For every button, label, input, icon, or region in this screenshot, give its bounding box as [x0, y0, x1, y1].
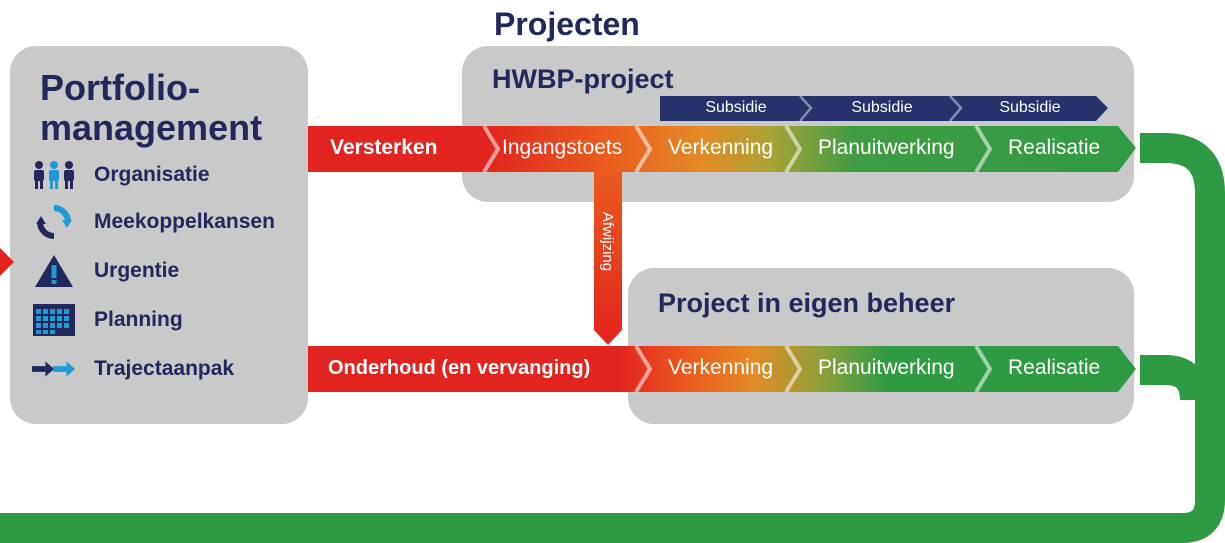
double-arrow-icon	[32, 352, 76, 386]
return-loop-inner	[1140, 355, 1210, 401]
own-flow-band	[308, 346, 1136, 392]
own-chevrons	[634, 344, 993, 394]
subsidy-label: Subsidie	[851, 99, 913, 116]
return-loop	[0, 133, 1225, 543]
rejection-label: Afwijzing	[599, 211, 617, 271]
portfolio-title-line2: management	[40, 107, 263, 148]
portfolio-item-planning: Planning	[32, 303, 183, 337]
warning-triangle-icon	[32, 254, 76, 288]
stage-ingangstoets: Ingangstoets	[502, 136, 623, 159]
portfolio-item-organisatie: Organisatie	[32, 158, 210, 192]
rejection-label-wrap: Afwijzing	[596, 196, 620, 286]
calendar-grid-icon	[32, 303, 76, 337]
stage-planuitwerking-own: Planuitwerking	[818, 356, 955, 379]
people-icon	[32, 158, 76, 192]
stage-versterken: Versterken	[330, 136, 438, 159]
portfolio-title-line1: Portfolio-	[40, 67, 200, 108]
portfolio-item-urgentie: Urgentie	[32, 254, 179, 288]
portfolio-item-meekoppelkansen: Meekoppelkansen	[32, 205, 275, 239]
hwbp-flow-band	[308, 126, 1136, 172]
hwbp-chevrons	[482, 124, 993, 174]
portfolio-item-label: Trajectaanpak	[94, 357, 235, 380]
portfolio-item-label: Urgentie	[94, 259, 180, 282]
stage-realisatie: Realisatie	[1008, 136, 1101, 159]
subsidy-chevrons	[799, 95, 963, 122]
subsidy-label: Subsidie	[705, 99, 767, 116]
stage-planuitwerking: Planuitwerking	[818, 136, 955, 159]
subsidy-band	[660, 96, 1108, 121]
refresh-cycle-icon	[32, 205, 76, 239]
portfolio-item-label: Organisatie	[94, 163, 210, 186]
portfolio-item-label: Meekoppelkansen	[94, 210, 275, 233]
portfolio-title: Portfolio- management	[40, 68, 300, 148]
portfolio-item-label: Planning	[94, 308, 183, 331]
page-title: Projecten	[494, 6, 640, 42]
stage-realisatie-own: Realisatie	[1008, 356, 1101, 379]
stage-verkenning: Verkenning	[668, 136, 774, 159]
entry-arrow	[0, 248, 14, 276]
subsidy-label: Subsidie	[999, 99, 1061, 116]
portfolio-panel	[10, 46, 308, 424]
own-title: Project in eigen beheer	[658, 288, 956, 318]
portfolio-item-trajectaanpak: Trajectaanpak	[32, 352, 234, 386]
stage-onderhoud: Onderhoud (en vervanging)	[328, 357, 591, 379]
stage-verkenning-own: Verkenning	[668, 356, 774, 379]
hwbp-title: HWBP-project	[492, 64, 674, 94]
rejection-arrow	[594, 172, 622, 345]
